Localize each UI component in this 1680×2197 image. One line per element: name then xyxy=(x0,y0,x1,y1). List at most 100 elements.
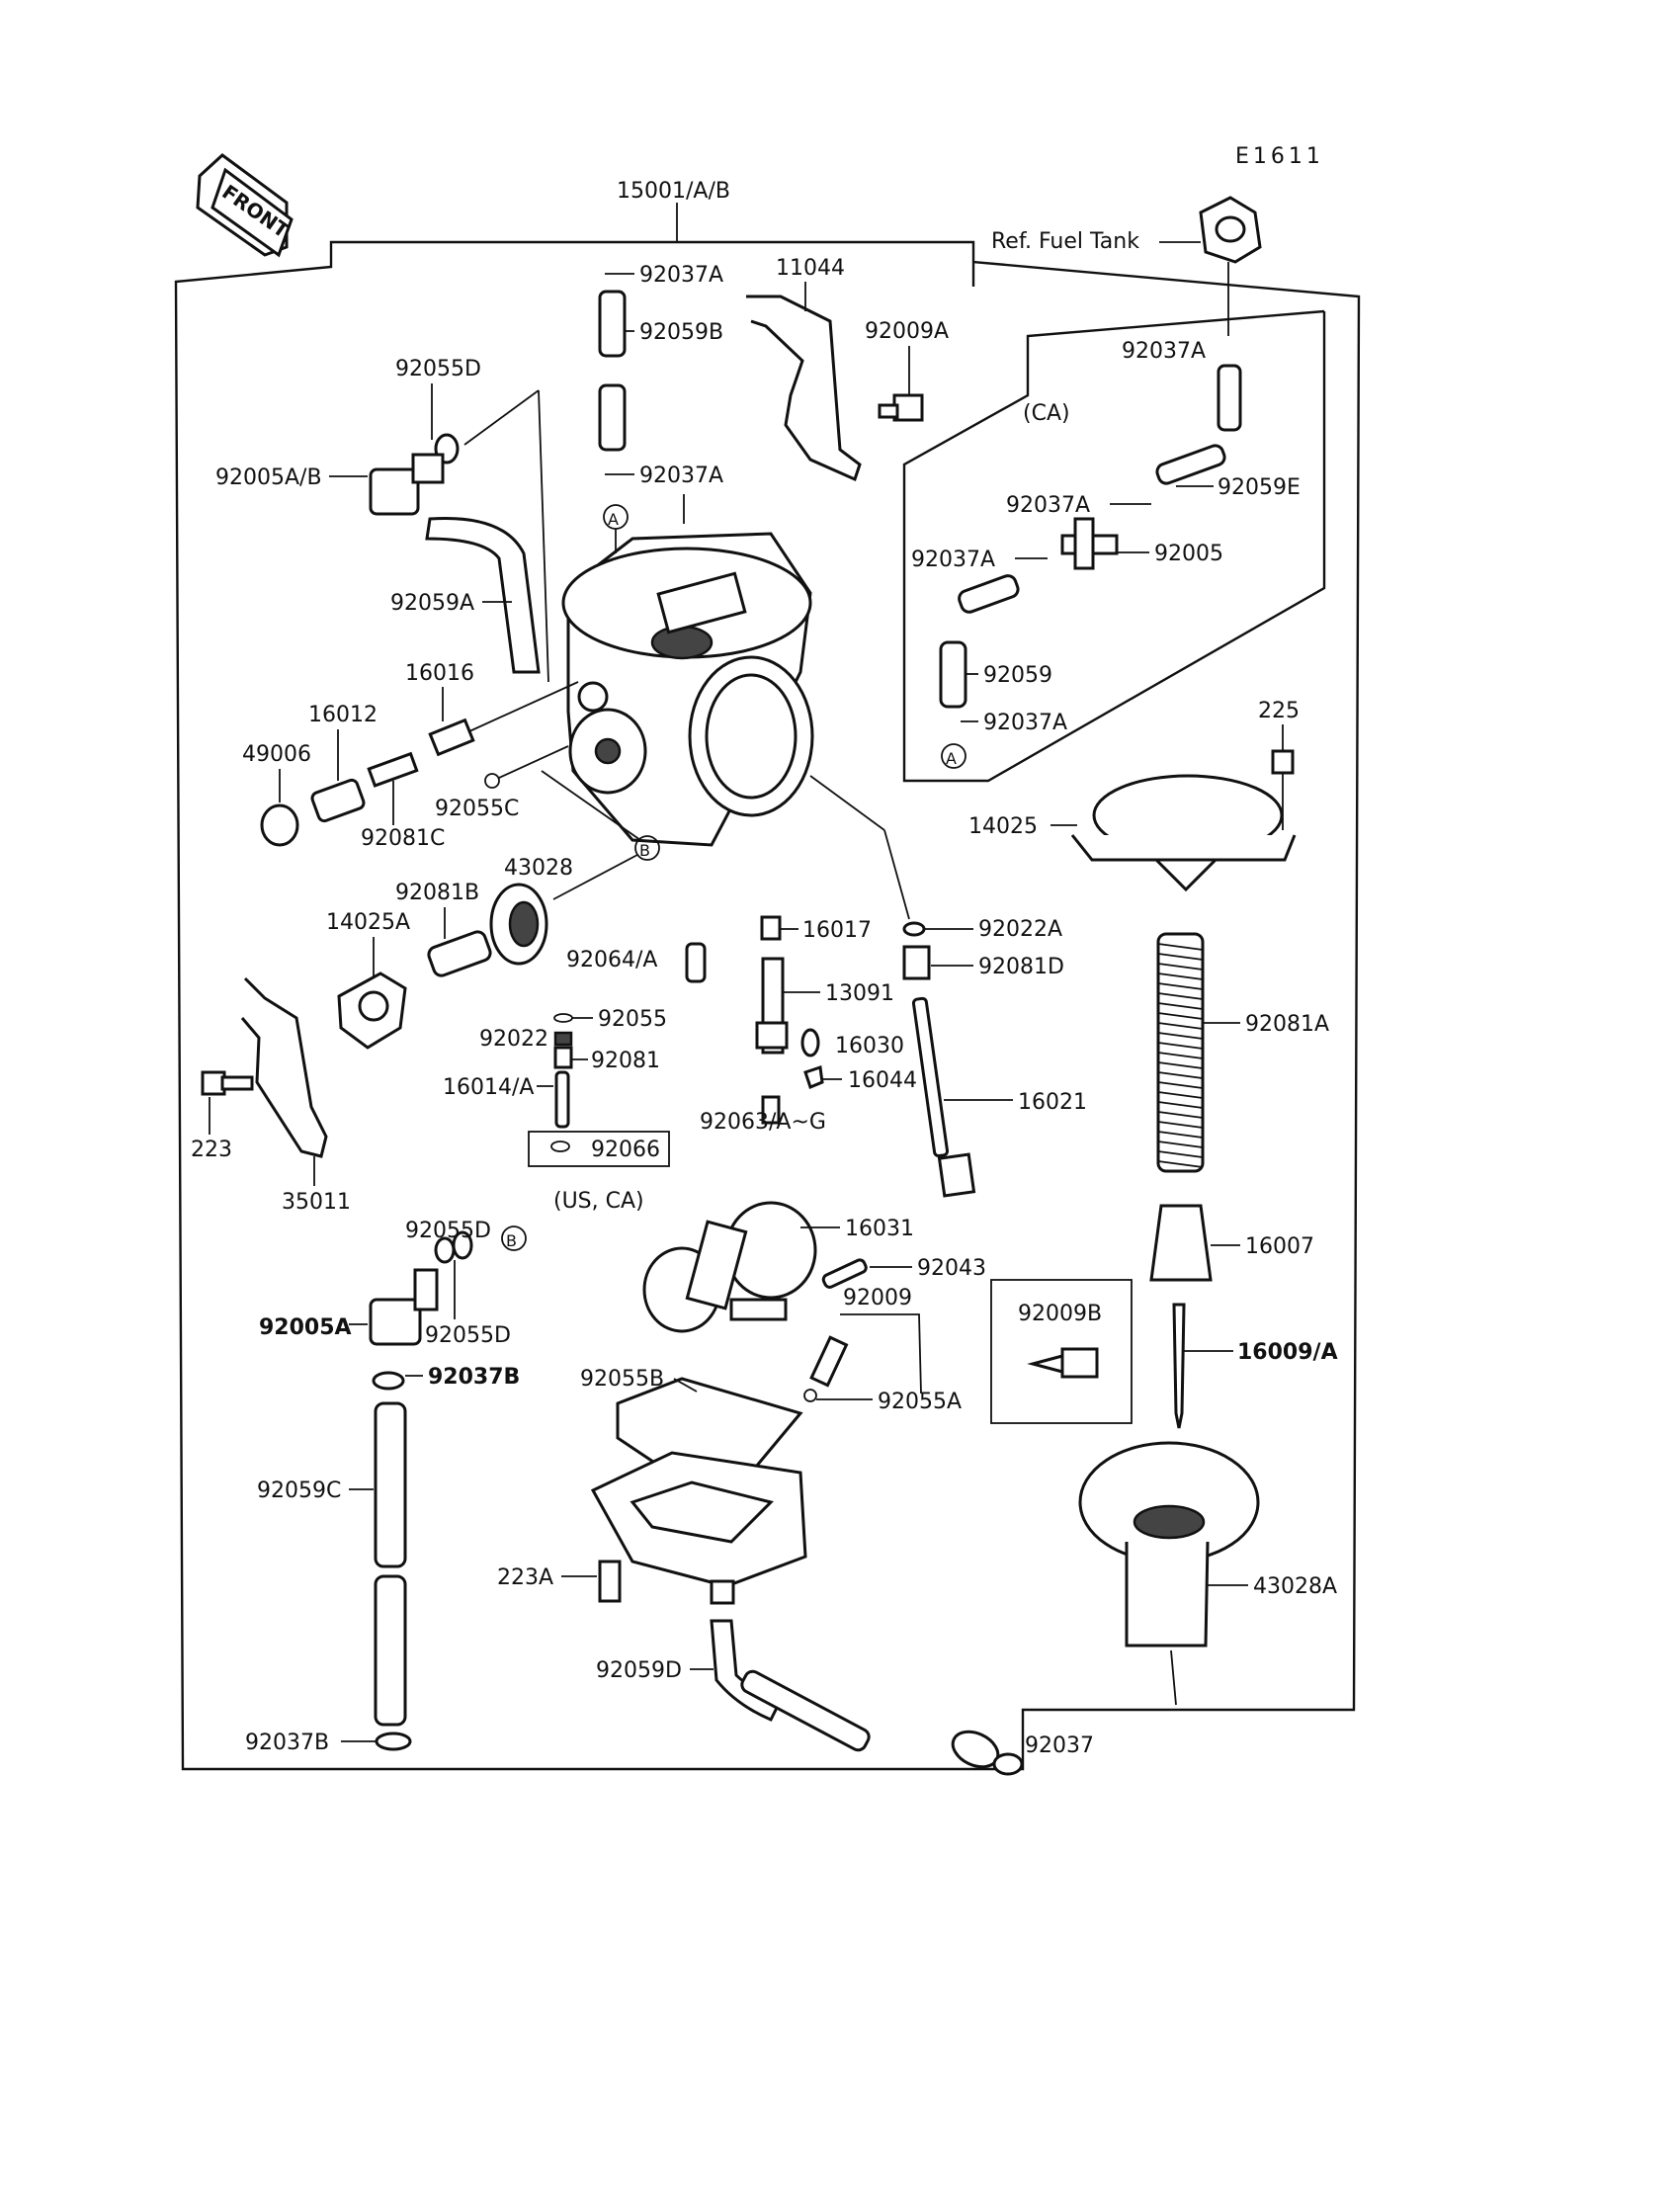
plunger-16012 xyxy=(310,778,366,823)
label-16007: 16007 xyxy=(1245,1234,1314,1259)
label-92055d-b: 92055D xyxy=(425,1323,511,1348)
screw-225 xyxy=(1271,749,1295,775)
callout-b-body-text: B xyxy=(639,841,650,860)
spring-coil xyxy=(1157,972,1204,980)
label-92037a-ca-3: 92037A xyxy=(911,548,995,572)
callout-b-lower xyxy=(501,1225,527,1251)
label-92037a-ca-2: 92037A xyxy=(1006,493,1090,518)
ca-hose-92059 xyxy=(939,640,967,709)
spring-coil xyxy=(1157,1111,1204,1119)
label-92005-ca: 92005 xyxy=(1154,542,1223,566)
spring-92081b xyxy=(427,930,492,977)
washer-92022a xyxy=(902,921,926,937)
label-92037a-ca-4: 92037A xyxy=(983,711,1067,735)
label-16009a: 16009/A xyxy=(1237,1340,1338,1365)
spring-coil xyxy=(1157,1150,1204,1158)
label-92081a: 92081A xyxy=(1245,1012,1329,1037)
top-cover-14025 xyxy=(1070,774,1297,892)
hose-92059c-upper xyxy=(374,1401,407,1568)
bracket-11044 xyxy=(746,295,862,482)
spring-coil xyxy=(1157,1061,1204,1069)
spring-coil xyxy=(1157,943,1204,951)
screw-223a xyxy=(598,1560,622,1603)
fuel-tank-cock-flange xyxy=(1199,196,1262,264)
clamp-92037b-2 xyxy=(375,1732,412,1751)
label-16031: 16031 xyxy=(845,1217,914,1241)
label-225: 225 xyxy=(1258,699,1300,723)
choke-assembly-16031 xyxy=(642,1201,817,1333)
front-arrow-icon: FRONT xyxy=(196,153,294,258)
label-11044: 11044 xyxy=(776,256,845,281)
washer-92022 xyxy=(553,1031,573,1047)
clip-16030 xyxy=(800,1028,820,1057)
spring-coil xyxy=(1157,1081,1204,1089)
assembly-label: 15001/A/B xyxy=(617,179,730,204)
box-92066 xyxy=(528,1131,670,1167)
fitting-92005ab xyxy=(369,453,445,516)
spring-coil xyxy=(1157,1101,1204,1109)
callout-a-ca-text: A xyxy=(946,749,957,768)
diaphragm-piston-43028a xyxy=(1078,1441,1260,1648)
assembly-outline xyxy=(174,240,1361,1771)
oring-92055 xyxy=(553,1013,573,1023)
label-92009a: 92009A xyxy=(865,319,949,344)
screw-92009a xyxy=(878,393,924,422)
pilot-screw-16016 xyxy=(428,718,475,757)
label-16017: 16017 xyxy=(802,918,872,943)
spring-coil xyxy=(1157,953,1204,961)
label-92009b: 92009B xyxy=(1018,1302,1102,1326)
spring-coil xyxy=(1157,963,1204,971)
spring-coil xyxy=(1157,1042,1204,1050)
label-92055: 92055 xyxy=(598,1007,667,1032)
label-92037b-2: 92037B xyxy=(245,1731,329,1755)
spring-92081d xyxy=(902,945,931,980)
screw-223 xyxy=(201,1070,254,1096)
spring-coil xyxy=(1157,1160,1204,1168)
label-92081d: 92081D xyxy=(978,955,1064,979)
us-ca-label: (US, CA) xyxy=(553,1189,644,1214)
label-92005a: 92005A xyxy=(259,1315,352,1340)
label-92043: 92043 xyxy=(917,1256,986,1281)
oring-92055d-b xyxy=(452,1230,473,1260)
oring-92055c xyxy=(484,773,500,789)
callout-a-ca xyxy=(941,743,966,769)
oring-92066 xyxy=(550,1141,570,1152)
label-92081: 92081 xyxy=(591,1049,660,1073)
label-92059b: 92059B xyxy=(639,320,723,345)
label-92055c: 92055C xyxy=(435,797,519,821)
bracket-35011 xyxy=(240,976,328,1158)
label-223a: 223A xyxy=(497,1565,553,1590)
spring-coil xyxy=(1157,1052,1204,1059)
label-92037a-top-1: 92037A xyxy=(639,263,723,288)
spring-coil xyxy=(1157,1012,1204,1020)
cover-14025a xyxy=(337,972,407,1050)
needle-jet-13091 xyxy=(755,957,789,1055)
label-14025: 14025 xyxy=(968,814,1038,839)
label-92037a-ca-1: 92037A xyxy=(1122,339,1206,364)
screw-16014a xyxy=(554,1070,570,1129)
label-92055b: 92055B xyxy=(580,1367,664,1392)
label-92022a: 92022A xyxy=(978,917,1062,942)
label-223: 223 xyxy=(191,1138,232,1162)
label-92009: 92009 xyxy=(843,1286,912,1310)
ca-subbox-outline xyxy=(902,309,1326,783)
diagram-code: E1611 xyxy=(1235,144,1324,169)
spring-92081c xyxy=(367,751,419,788)
jet-92063 xyxy=(761,1095,781,1125)
label-92055d-a: 92055D xyxy=(405,1219,491,1243)
label-16014a: 16014/A xyxy=(443,1075,534,1100)
hose-92059c-lower xyxy=(374,1574,407,1727)
callout-b-body xyxy=(634,835,660,861)
label-92037b-1: 92037B xyxy=(428,1365,520,1390)
diaphragm-43028 xyxy=(489,883,548,966)
label-16016: 16016 xyxy=(405,661,474,686)
spring-coil xyxy=(1157,1131,1204,1139)
label-16012: 16012 xyxy=(308,703,378,727)
spring-coil xyxy=(1157,1022,1204,1030)
hose-92059b-lower xyxy=(598,383,627,452)
float-bowl xyxy=(590,1451,807,1605)
label-92059c: 92059C xyxy=(257,1479,341,1503)
pin-92043 xyxy=(821,1258,868,1289)
